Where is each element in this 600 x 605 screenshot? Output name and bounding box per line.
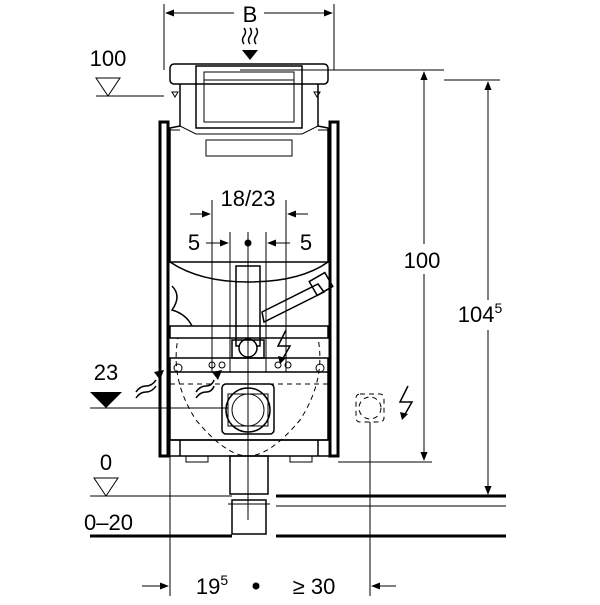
spacing-label: 18/23 [220, 186, 275, 211]
top-level-marker: 100 [90, 46, 164, 97]
width-dimension: B [163, 2, 335, 70]
floor-level-label: 0 [100, 450, 112, 475]
total-height-label: 1045 [458, 300, 503, 327]
top-level-label: 100 [90, 46, 127, 71]
bottom-left-label: 195 [196, 572, 228, 599]
ventilation-icon [241, 27, 259, 60]
electrical-connection-icon [276, 329, 292, 364]
water-level-marker: 23 [90, 360, 228, 409]
frame-height-dimension: 100 [240, 69, 450, 463]
floor-level-marker: 0 0–20 [84, 450, 506, 538]
width-label: B [243, 2, 258, 27]
offset-dimensions: 5 5 [188, 230, 312, 372]
floor-range-label: 0–20 [84, 510, 133, 535]
frame-height-label: 100 [404, 248, 441, 273]
electrical-box [355, 385, 414, 423]
left-offset-label: 5 [188, 230, 200, 255]
spacing-dimension: 18/23 [190, 186, 308, 372]
bottom-dimensions: 195 ≥ 30 [142, 372, 396, 599]
right-offset-label: 5 [300, 230, 312, 255]
total-height-dimension: 1045 [444, 79, 526, 495]
water-level-label: 23 [94, 360, 118, 385]
installation-frame [158, 63, 340, 535]
bottom-right-label: ≥ 30 [293, 574, 336, 599]
